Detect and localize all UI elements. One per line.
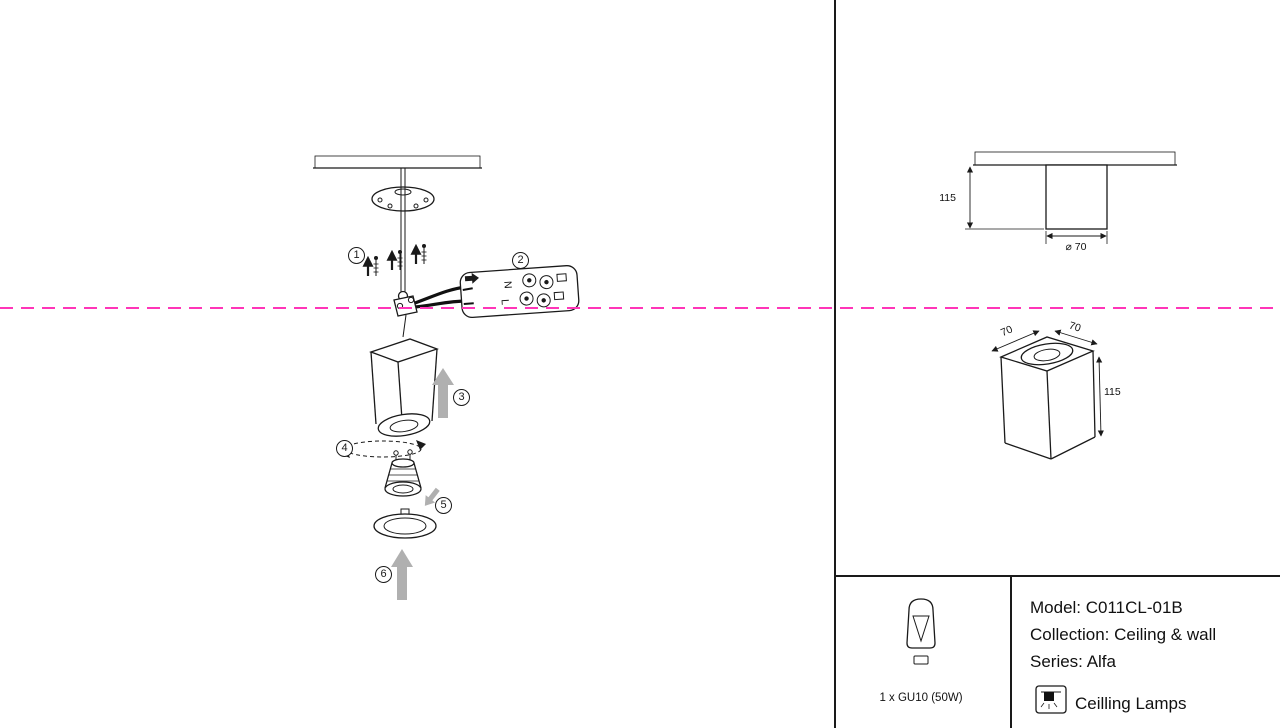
spec-panel-cell-divider xyxy=(1010,576,1012,728)
step-badge-4: 4 xyxy=(336,440,353,457)
step-badge-1: 1 xyxy=(348,247,365,264)
iso-width-label: 70 xyxy=(999,323,1015,339)
collection-label: Collection: Ceiling & wall xyxy=(1030,625,1217,644)
front-view: 115 ⌀ 70 xyxy=(939,151,1177,253)
insert-arrow-icon xyxy=(464,272,479,284)
series-label: Series: Alfa xyxy=(1030,652,1116,671)
front-diameter-label: ⌀ 70 xyxy=(1066,241,1087,253)
trim-ring xyxy=(373,508,437,539)
anchor-screws xyxy=(362,243,427,276)
ceiling-hatch-left xyxy=(313,155,482,169)
lamp-body xyxy=(369,338,439,437)
step-badge-6: 6 xyxy=(375,566,392,583)
bulb-spec-label: 1 x GU10 (50W) xyxy=(879,692,962,704)
arrow-up-step3 xyxy=(432,368,454,418)
swivel-joint xyxy=(393,290,418,338)
step-badge-3: 3 xyxy=(453,389,470,406)
bulb-icon xyxy=(906,598,936,665)
fold-line xyxy=(0,307,1280,309)
terminal-l-label: L xyxy=(499,299,511,306)
iso-view: 70 70 115 xyxy=(991,320,1121,460)
ceiling-lamp-icon xyxy=(1035,685,1067,714)
arrow-up-step6 xyxy=(391,549,413,600)
terminal-block: N L xyxy=(459,265,580,319)
canopy-plate xyxy=(371,186,435,212)
supply-wires xyxy=(413,285,468,309)
iso-depth-label: 70 xyxy=(1068,320,1083,335)
category-label: Ceilling Lamps xyxy=(1075,694,1187,713)
gu10-bulb xyxy=(384,449,422,497)
mounting-rod xyxy=(400,168,406,292)
step-badge-5: 5 xyxy=(435,497,452,514)
front-height-label: 115 xyxy=(939,192,956,204)
arrow-step5 xyxy=(424,487,440,506)
terminal-n-label: N xyxy=(501,281,514,289)
panel-divider-vertical xyxy=(834,0,836,728)
spec-panel-top-border xyxy=(834,575,1280,577)
iso-height-label: 115 xyxy=(1104,386,1121,398)
step-badge-2: 2 xyxy=(512,252,529,269)
model-label: Model: C011CL-01B xyxy=(1030,598,1183,617)
